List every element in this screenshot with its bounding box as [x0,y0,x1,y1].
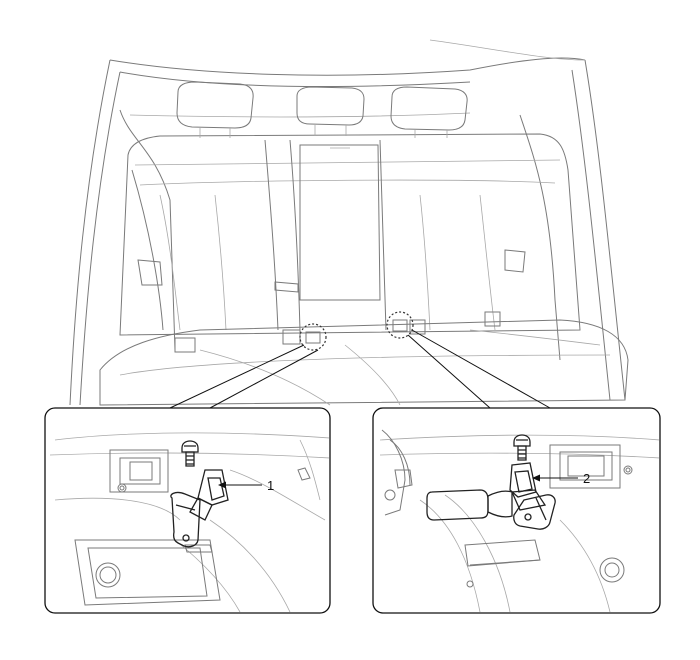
detail-box-right [372,407,661,614]
cabin-outline [69,39,626,406]
seat-cushion [99,311,629,406]
bolt-icon-right [513,434,531,461]
leader-lines [169,329,551,409]
side-belts [137,249,526,293]
seat-back [119,133,581,336]
highlight-circles [299,311,414,351]
right-buckle-highlight [386,311,414,339]
callout-2: 2 [532,471,590,486]
bolt-icon-left [181,440,199,467]
seat-belt-buckle-2 [426,462,556,530]
seat-belt-anchor-1 [170,469,229,548]
detail-box-left [44,407,331,614]
callout-1: 1 [218,478,274,493]
left-buckle-highlight [299,323,327,351]
callout-label-1: 1 [267,478,274,493]
headrests [176,81,468,138]
callout-label-2: 2 [583,471,590,486]
